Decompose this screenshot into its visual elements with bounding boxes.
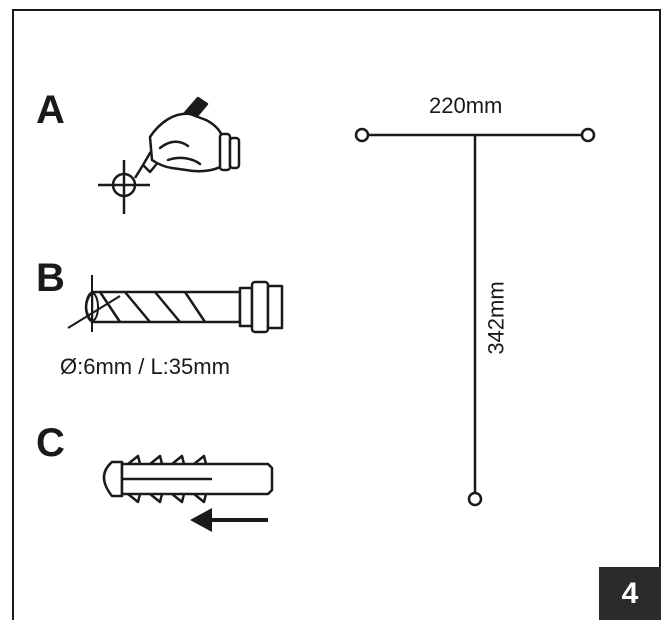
figure-frame (12, 9, 661, 620)
arrow-left-icon (190, 508, 268, 532)
width-dimension-label: 220mm (429, 93, 503, 118)
crosshair-icon (98, 160, 150, 214)
mounting-hole-right (580, 127, 596, 143)
step-a-label: A (36, 88, 65, 132)
figure-number-badge: 4 (599, 567, 661, 620)
step-b-label: B (36, 256, 65, 300)
step-c-label: C (36, 421, 65, 465)
mounting-hole-bottom (467, 491, 483, 507)
mounting-hole-left (354, 127, 370, 143)
height-dimension-label: 342mm (483, 281, 509, 355)
drill-spec-label: Ø:6mm / L:35mm (60, 354, 230, 379)
